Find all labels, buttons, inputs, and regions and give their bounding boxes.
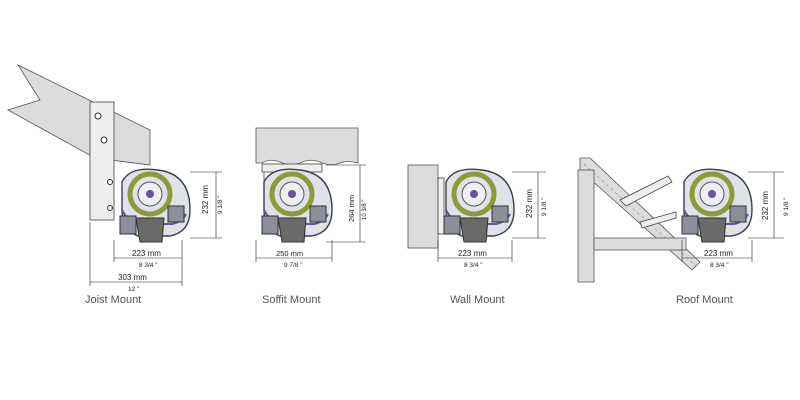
- roof-beam: [593, 237, 687, 251]
- roof-width-mm: 223 mm: [704, 249, 733, 258]
- wall-bracket: [437, 177, 445, 235]
- bracket-bolt: [107, 179, 113, 185]
- roof-bracket: [619, 175, 673, 207]
- joist-mount: 232 mm 9 1/8 " 223 mm 8 3/4 " 303 mm 12 …: [6, 64, 224, 306]
- bracket-bolt: [100, 136, 108, 144]
- joist-height-in: 9 1/8 ": [217, 195, 224, 214]
- joist-width-mm: 223 mm: [132, 249, 161, 258]
- soffit-height-mm: 264 mm: [347, 195, 356, 222]
- joist-beam: [6, 64, 151, 166]
- joist-width2-mm: 303 mm: [118, 273, 147, 282]
- awning-cassette: [681, 168, 753, 243]
- soffit-height-dimension: [326, 164, 366, 243]
- soffit-width-dimension: [255, 240, 333, 262]
- awning-cassette: [119, 168, 191, 243]
- wall-height-dimension: [512, 171, 546, 239]
- wall-height-in: 9 1/8 ": [541, 197, 548, 216]
- awning-cassette: [261, 168, 333, 243]
- roof-bracket: [639, 211, 677, 229]
- bracket-bolt: [107, 205, 113, 211]
- joist-width-dimension: [89, 222, 183, 286]
- joist-height-dimension: [190, 171, 222, 239]
- wall-width-in: 8 3/4 ": [464, 262, 483, 269]
- roof-width-dimension: [681, 240, 753, 262]
- roof-wall: [577, 169, 595, 283]
- roof-height-dimension: [748, 171, 784, 239]
- wall-width-mm: 223 mm: [458, 249, 487, 258]
- roof-mount: 232 mm 9 1/8 " 223 mm 8 3/4 " Roof Mount: [577, 157, 790, 306]
- soffit-mount-caption: Soffit Mount: [262, 294, 321, 306]
- wall-width-dimension: [437, 240, 513, 262]
- soffit-width-mm: 250 mm: [276, 249, 303, 258]
- joist-height-mm: 232 mm: [201, 185, 210, 214]
- joist-width-in: 8 3/4 ": [139, 262, 158, 269]
- roof-height-mm: 232 mm: [761, 191, 770, 220]
- wall: [407, 164, 439, 249]
- soffit-height-in: 10 3/8 ": [362, 200, 368, 220]
- soffit-mount: 264 mm 10 3/8 " 250 mm 9 7/8 " Soffit Mo…: [255, 127, 368, 306]
- joist-bracket: [89, 101, 115, 221]
- roof-height-in: 9 1/8 ": [783, 197, 790, 216]
- roof-width-in: 8 3/4 ": [710, 262, 729, 269]
- wall-mount: 232 mm 9 1/8 " 223 mm 8 3/4 " Wall Mount: [407, 164, 548, 306]
- joist-width2-in: 12 ": [128, 286, 140, 293]
- roof-mount-caption: Roof Mount: [676, 294, 733, 306]
- bracket-bolt: [94, 112, 102, 120]
- awning-cassette: [443, 168, 515, 243]
- wall-mount-caption: Wall Mount: [450, 294, 505, 306]
- joist-mount-caption: Joist Mount: [85, 294, 141, 306]
- soffit-width-in: 9 7/8 ": [284, 262, 303, 269]
- wall-height-mm: 232 mm: [525, 189, 534, 218]
- soffit-ceiling: [255, 127, 359, 166]
